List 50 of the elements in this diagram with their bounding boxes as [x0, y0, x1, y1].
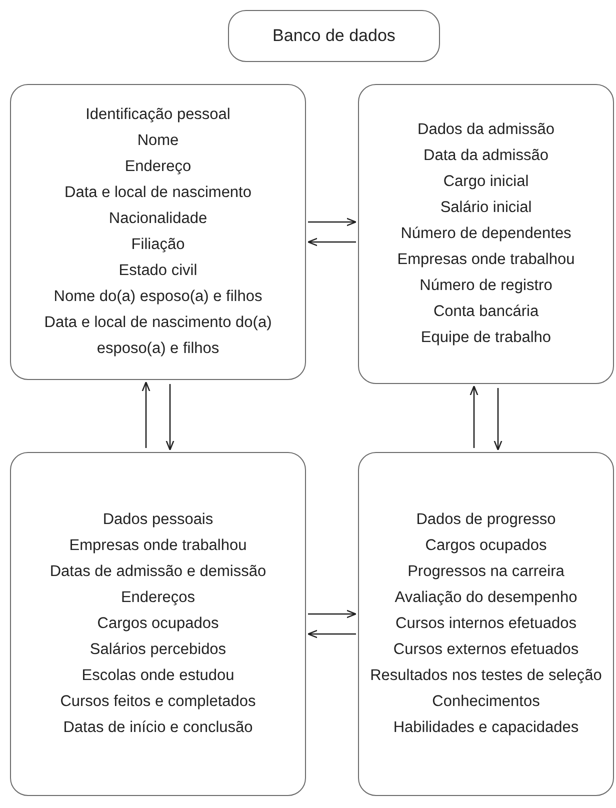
field-name: Cursos internos efetuados: [396, 614, 576, 634]
field-name: Progressos na carreira: [408, 562, 564, 582]
field-name: Empresas onde trabalhou: [397, 250, 575, 270]
field-name: Cargos ocupados: [97, 614, 219, 634]
field-name: Salários percebidos: [90, 640, 226, 660]
field-name: Nome: [137, 131, 179, 151]
field-name: Estado civil: [118, 261, 198, 281]
field-name: Escolas onde estudou: [82, 666, 234, 686]
field-name: Cursos externos efetuados: [393, 640, 579, 660]
field-name: Filiação: [131, 235, 185, 255]
field-name: Número de dependentes: [400, 224, 572, 244]
field-name: Data da admissão: [424, 146, 548, 166]
arrow: [166, 384, 174, 451]
field-name: Cargos ocupados: [425, 536, 547, 556]
arrow: [308, 610, 357, 618]
field-name: Data e local de nascimento do(a) esposo(a) e filhos: [43, 313, 273, 359]
arrow: [307, 630, 356, 638]
arrow: [307, 238, 356, 246]
box-heading: Identificação pessoal: [86, 105, 230, 125]
field-name: Resultados nos testes de seleção: [370, 666, 602, 686]
title-box: [228, 10, 440, 62]
arrow: [142, 381, 150, 448]
field-name: Nacionalidade: [108, 209, 208, 229]
arrow: [494, 388, 502, 451]
field-name: Data e local de nascimento: [64, 183, 252, 203]
field-name: Habilidades e capacidades: [393, 718, 579, 738]
arrow: [470, 385, 478, 448]
field-name: Cargo inicial: [443, 172, 529, 192]
field-name: Equipe de trabalho: [420, 328, 552, 348]
field-name: Conhecimentos: [432, 692, 540, 712]
field-name: Endereço: [124, 157, 192, 177]
arrow: [308, 218, 357, 226]
data-box: [358, 84, 614, 384]
field-name: Avaliação do desempenho: [394, 588, 578, 608]
data-box: [358, 452, 614, 796]
field-name: Salário inicial: [440, 198, 532, 218]
field-name: Número de registro: [420, 276, 552, 296]
field-name: Datas de admissão e demissão: [50, 562, 266, 582]
box-heading: Dados da admissão: [418, 120, 554, 140]
box-heading: Dados pessoais: [102, 510, 214, 530]
data-box: [10, 452, 306, 796]
box-heading: Dados de progresso: [416, 510, 556, 530]
field-name: Conta bancária: [433, 302, 539, 322]
field-name: Endereços: [120, 588, 196, 608]
field-name: Nome do(a) esposo(a) e filhos: [54, 287, 262, 307]
field-name: Empresas onde trabalhou: [69, 536, 247, 556]
data-box: [10, 84, 306, 380]
field-name: Cursos feitos e completados: [60, 692, 256, 712]
field-name: Datas de início e conclusão: [63, 718, 253, 738]
box-heading: Banco de dados: [272, 25, 396, 47]
